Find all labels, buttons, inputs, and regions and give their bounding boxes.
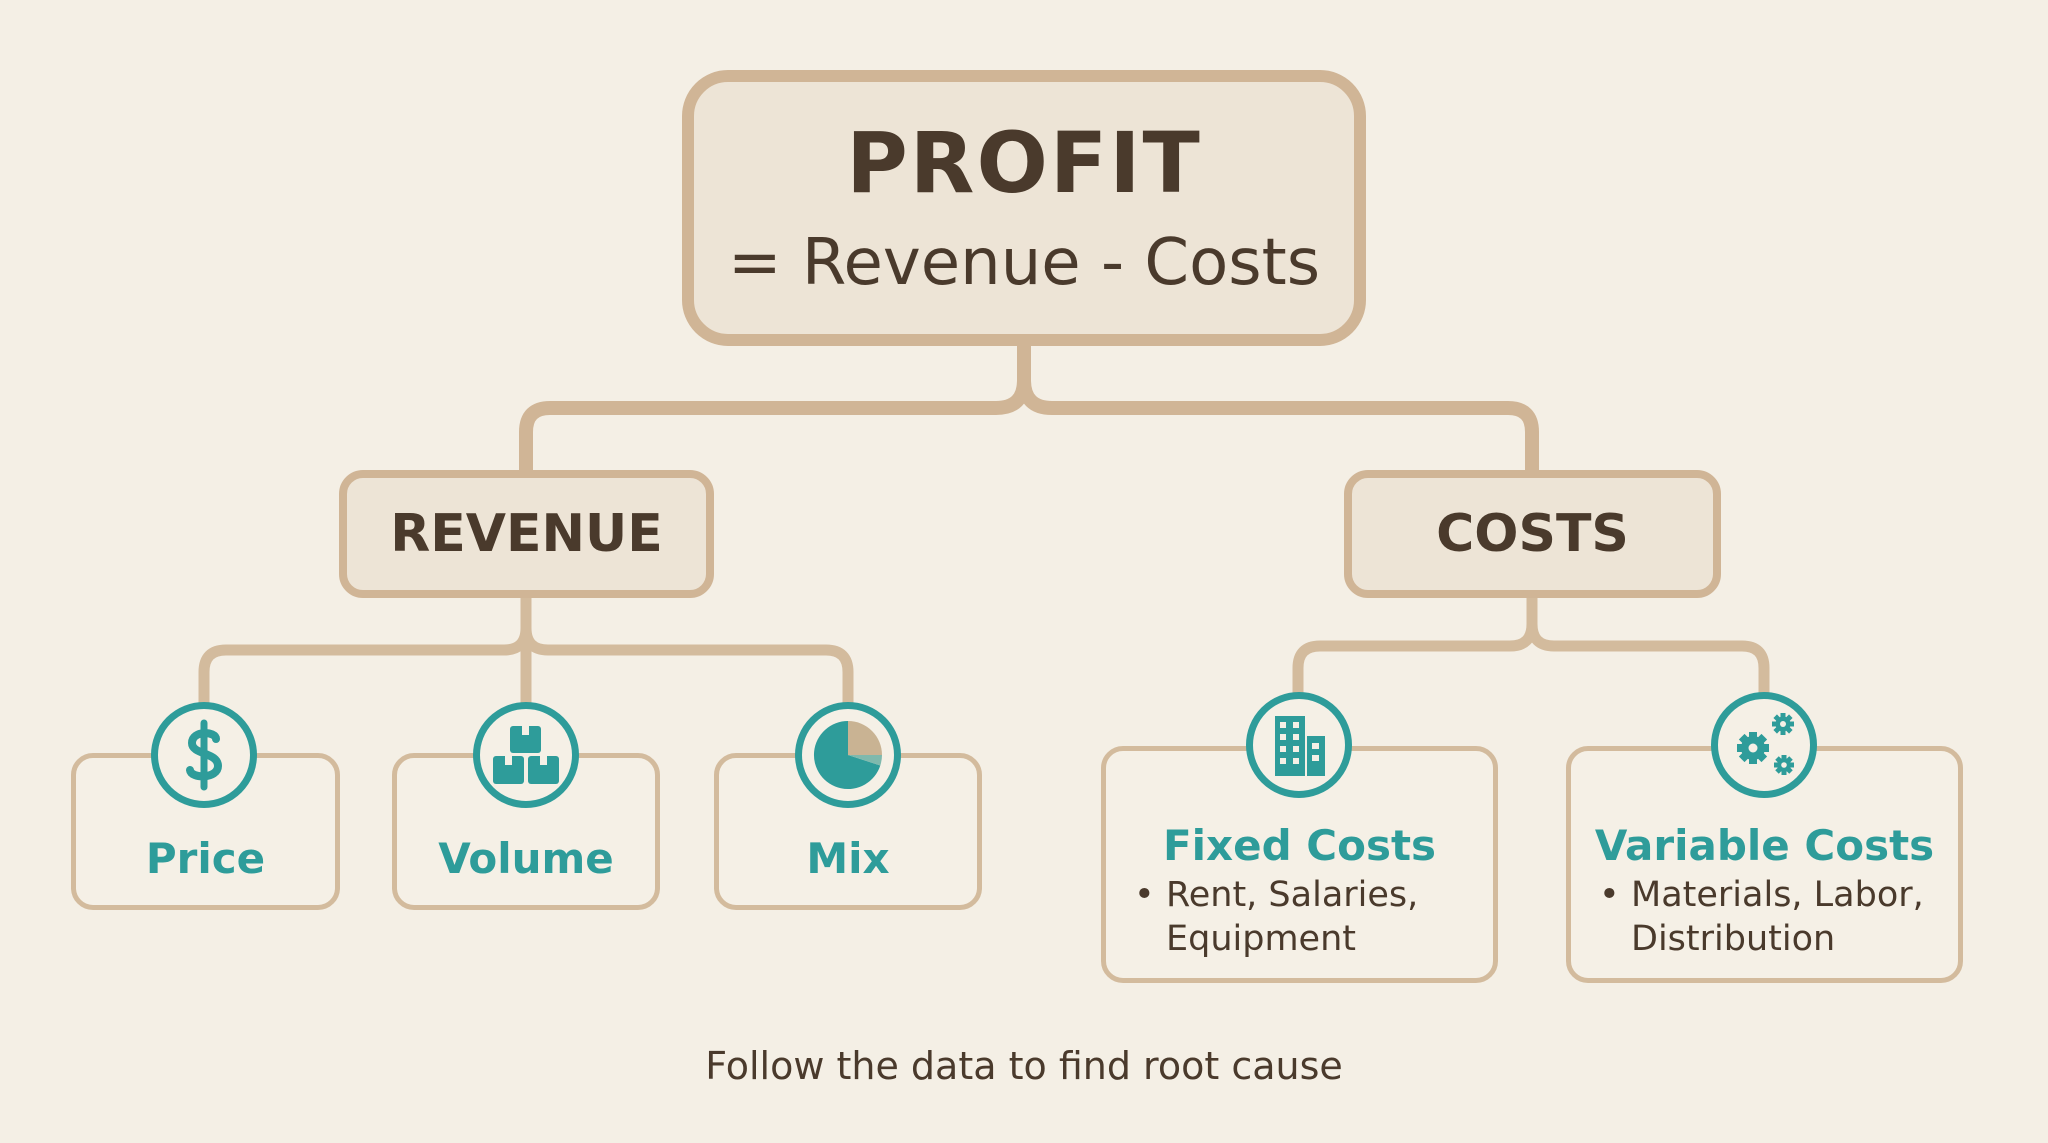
fixed-costs-label: Fixed Costs <box>1162 821 1437 870</box>
variable-costs-detail-line-1: Materials, Labor, <box>1631 875 1924 915</box>
fixed-costs-detail: • Rent, Salaries, Equipment <box>1134 873 1419 961</box>
gears-icon <box>1711 692 1817 798</box>
profit-formula: = Revenue - Costs <box>727 226 1321 300</box>
mix-label: Mix <box>806 834 890 883</box>
connector-revenue-to-leaves <box>198 589 854 708</box>
costs-node: COSTS <box>1344 470 1721 598</box>
revenue-node: REVENUE <box>339 470 714 598</box>
variable-costs-detail-line-2: Distribution <box>1631 919 1836 959</box>
bullet-icon: • <box>1134 875 1155 915</box>
connector-costs-to-leaves <box>1292 589 1770 700</box>
boxes-icon <box>473 702 579 808</box>
pie-chart-icon <box>795 702 901 808</box>
profit-title: PROFIT <box>846 114 1202 212</box>
fixed-costs-detail-line-2: Equipment <box>1166 919 1356 959</box>
bullet-icon: • <box>1599 875 1620 915</box>
volume-label: Volume <box>438 834 614 883</box>
connector-root-to-branches <box>519 339 1539 482</box>
variable-costs-detail: • Materials, Labor, Distribution <box>1599 873 1924 961</box>
profit-node: PROFIT = Revenue - Costs <box>682 70 1366 346</box>
price-label: Price <box>145 834 266 883</box>
variable-costs-label: Variable Costs <box>1594 821 1935 870</box>
fixed-costs-detail-line-1: Rent, Salaries, <box>1166 875 1419 915</box>
caption: Follow the data to find root cause <box>705 1044 1343 1088</box>
building-icon <box>1246 692 1352 798</box>
dollar-icon <box>151 702 257 808</box>
